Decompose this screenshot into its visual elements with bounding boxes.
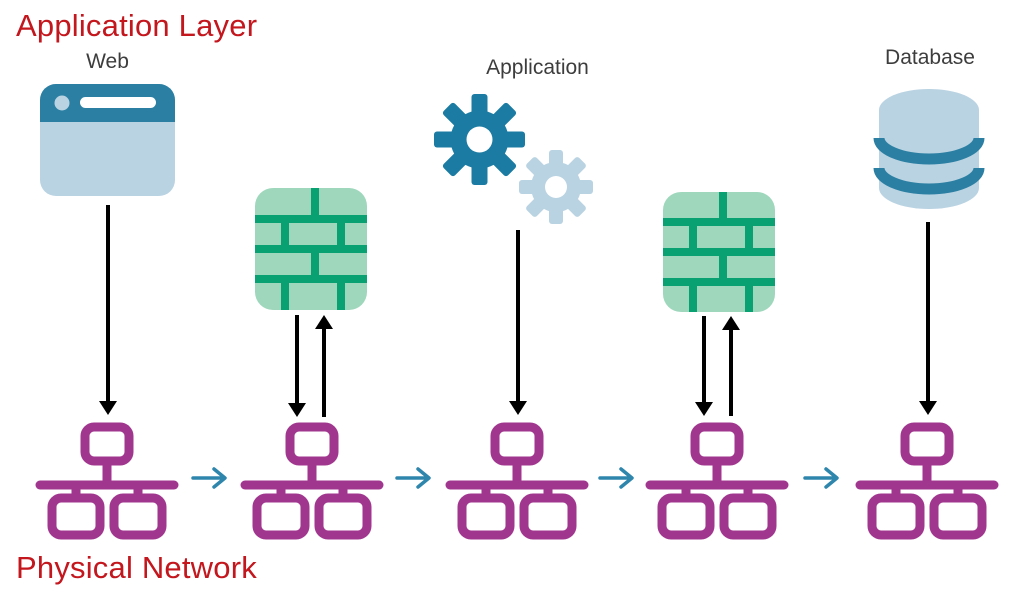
arrowhead-up — [315, 315, 333, 329]
arrowhead-up — [722, 316, 740, 330]
arrow-shaft — [702, 316, 706, 404]
network-tree-icon-1 — [32, 422, 182, 540]
gear-large — [434, 94, 525, 185]
network-tree-icon-4 — [642, 422, 792, 540]
arrow-network2-up — [315, 315, 333, 417]
arrow-shaft — [106, 205, 110, 403]
gear-small — [519, 150, 593, 224]
arrow-firewall1-down — [288, 315, 306, 417]
right-arrow-1 — [190, 464, 230, 492]
database-cylinder-icon — [868, 84, 990, 216]
arrow-web-to-network1 — [99, 205, 117, 415]
arrow-application-to-network3 — [509, 230, 527, 415]
web-label: Web — [86, 50, 129, 73]
application-label: Application — [486, 56, 589, 79]
arrow-shaft — [322, 327, 326, 417]
database-label: Database — [885, 46, 975, 69]
arrow-shaft — [729, 328, 733, 416]
arrowhead-down — [288, 403, 306, 417]
arrow-shaft — [516, 230, 520, 403]
right-arrow-4 — [802, 464, 842, 492]
arrow-firewall2-down — [695, 316, 713, 416]
arrow-shaft — [295, 315, 299, 405]
arrowhead-down — [695, 402, 713, 416]
arrow-database-to-network5 — [919, 222, 937, 415]
firewall-icon-2 — [663, 192, 775, 312]
arrowhead-down — [919, 401, 937, 415]
firewall-icon-1 — [255, 188, 367, 310]
network-tree-icon-5 — [852, 422, 1002, 540]
right-arrow-3 — [597, 464, 637, 492]
right-arrow-2 — [394, 464, 434, 492]
physical-network-title: Physical Network — [16, 550, 257, 585]
network-tree-icon-2 — [237, 422, 387, 540]
web-browser-icon — [40, 84, 175, 196]
arrow-shaft — [926, 222, 930, 403]
gears-icon — [432, 92, 602, 232]
arrowhead-down — [509, 401, 527, 415]
arrowhead-down — [99, 401, 117, 415]
arrow-network4-up — [722, 316, 740, 416]
network-tree-icon-3 — [442, 422, 592, 540]
application-layer-title: Application Layer — [16, 8, 258, 43]
